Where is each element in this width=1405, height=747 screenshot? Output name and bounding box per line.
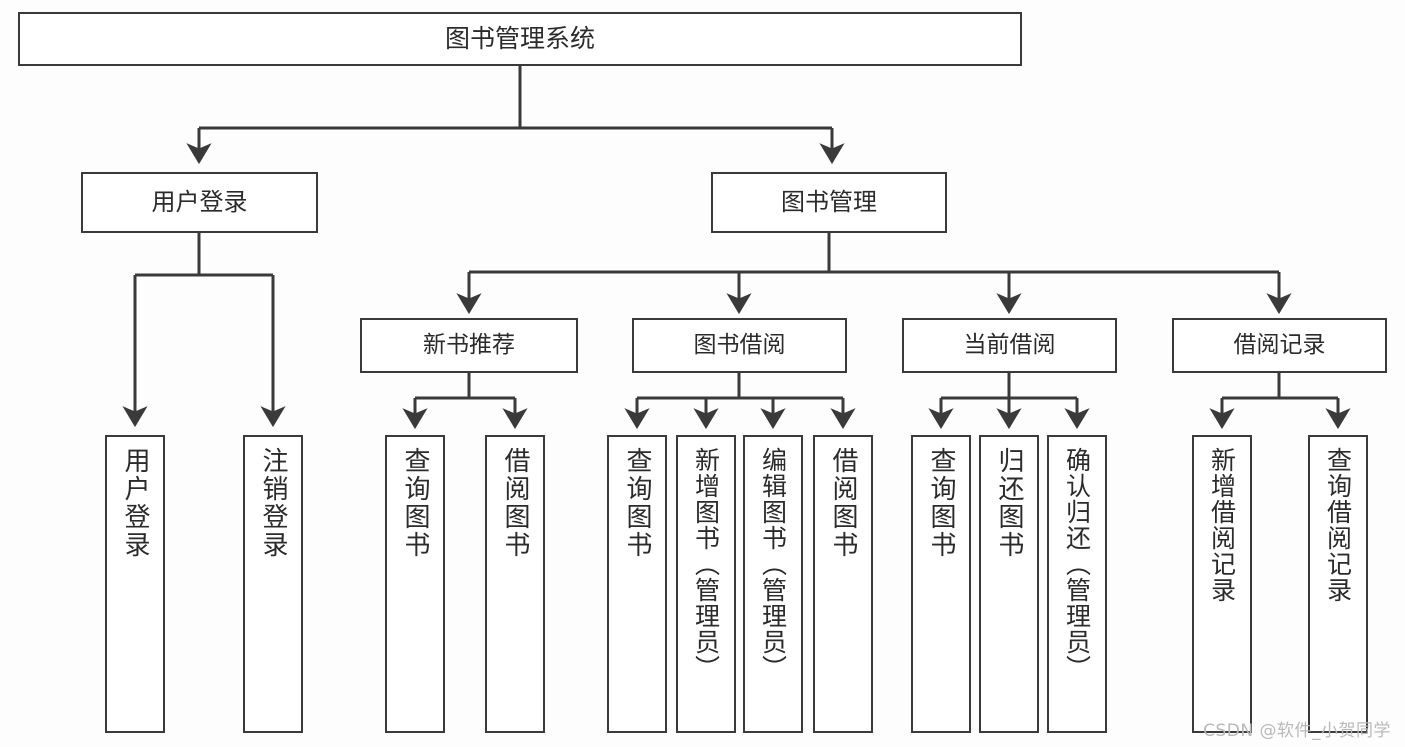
node-leaf-add-record-label: 新增借阅记录 [1207, 447, 1237, 603]
node-new-book-recommend-label: 新书推荐 [423, 331, 515, 358]
node-root-label: 图书管理系统 [444, 24, 595, 54]
node-borrow-record-label: 借阅记录 [1233, 331, 1326, 358]
node-leaf-user-logout-label: 注销登录 [258, 447, 288, 559]
node-leaf-query-book-3-label: 查询图书 [926, 447, 956, 559]
watermark-text: CSDN @软件_小贺同学 [1203, 721, 1391, 741]
node-book-borrow-label: 图书借阅 [693, 331, 786, 358]
node-leaf-query-record[interactable]: 查询借阅记录 [1308, 435, 1368, 733]
node-leaf-return-book-label: 归还图书 [994, 447, 1024, 559]
node-new-book-recommend[interactable]: 新书推荐 [360, 318, 578, 373]
node-leaf-query-book-3[interactable]: 查询图书 [911, 435, 971, 733]
node-leaf-query-book-1-label: 查询图书 [400, 447, 430, 559]
node-user-login-label: 用户登录 [151, 188, 248, 217]
node-leaf-borrow-book-2-label: 借阅图书 [828, 447, 858, 559]
node-book-manage-label: 图书管理 [781, 188, 877, 217]
node-borrow-record[interactable]: 借阅记录 [1172, 318, 1387, 373]
node-book-manage[interactable]: 图书管理 [711, 172, 947, 233]
node-leaf-add-book-label: 新增图书（管理员） [691, 447, 721, 681]
node-leaf-add-book[interactable]: 新增图书（管理员） [676, 435, 736, 733]
node-leaf-user-login[interactable]: 用户登录 [105, 435, 165, 733]
node-leaf-user-logout[interactable]: 注销登录 [243, 435, 303, 733]
node-leaf-query-book-2[interactable]: 查询图书 [607, 435, 667, 733]
node-user-login[interactable]: 用户登录 [81, 172, 318, 233]
node-leaf-borrow-book-2[interactable]: 借阅图书 [813, 435, 873, 733]
node-leaf-query-record-label: 查询借阅记录 [1323, 447, 1353, 603]
node-current-borrow[interactable]: 当前借阅 [902, 318, 1117, 373]
node-leaf-user-login-label: 用户登录 [120, 447, 150, 559]
node-leaf-borrow-book-1[interactable]: 借阅图书 [485, 435, 545, 733]
node-leaf-edit-book-label: 编辑图书（管理员） [758, 447, 788, 681]
node-leaf-return-book[interactable]: 归还图书 [979, 435, 1039, 733]
node-current-borrow-label: 当前借阅 [963, 331, 1056, 358]
node-book-borrow[interactable]: 图书借阅 [632, 318, 847, 373]
node-leaf-query-book-1[interactable]: 查询图书 [385, 435, 445, 733]
node-leaf-query-book-2-label: 查询图书 [622, 447, 652, 559]
node-leaf-confirm-return-label: 确认归还（管理员） [1062, 447, 1092, 681]
node-leaf-add-record[interactable]: 新增借阅记录 [1192, 435, 1252, 733]
node-root-book-management-system[interactable]: 图书管理系统 [18, 12, 1022, 66]
node-leaf-edit-book[interactable]: 编辑图书（管理员） [743, 435, 803, 733]
node-leaf-borrow-book-1-label: 借阅图书 [500, 447, 530, 559]
node-leaf-confirm-return[interactable]: 确认归还（管理员） [1047, 435, 1107, 733]
